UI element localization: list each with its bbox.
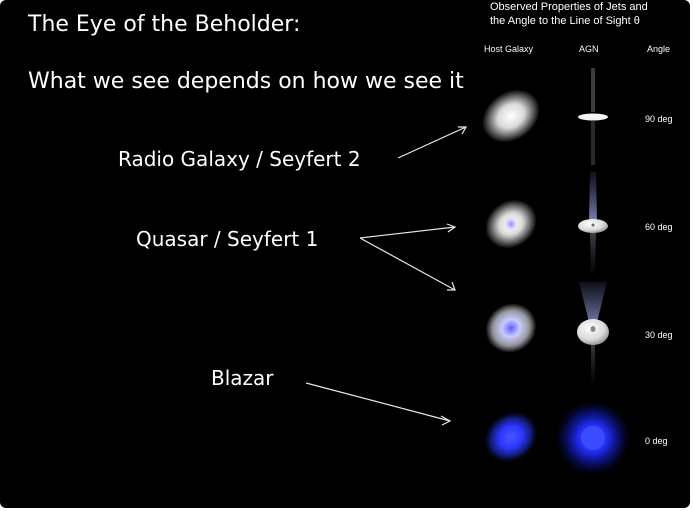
host-galaxy-90	[482, 89, 540, 143]
label-quasar: Quasar / Seyfert 1	[136, 227, 319, 251]
arrow-blazar	[305, 382, 451, 422]
column-header-agn: AGN	[579, 44, 599, 54]
arrow-radio-head	[458, 126, 468, 135]
angle-label-60: 60 deg	[645, 222, 673, 232]
host-galaxy-0	[484, 411, 538, 463]
agn-60-hole	[591, 223, 595, 227]
pointer-arrows	[305, 126, 468, 426]
figure-header-line2: the Angle to the Line of Sight θ	[490, 15, 640, 27]
agn-90-jet-down	[591, 121, 595, 165]
label-blazar: Blazar	[211, 366, 274, 390]
host-galaxy-30	[485, 303, 537, 353]
slide-title: The Eye of the Beholder:	[28, 12, 301, 37]
arrow-quasar-60	[359, 226, 456, 239]
angle-label-30: 30 deg	[645, 330, 673, 340]
agn-90-disk	[578, 113, 608, 121]
agn-column	[555, 68, 631, 476]
agn-60-jet-up	[589, 172, 597, 222]
column-header-angle: Angle	[647, 44, 671, 54]
label-radio-galaxy: Radio Galaxy / Seyfert 2	[118, 147, 361, 171]
host-galaxy-60-core	[505, 218, 517, 230]
arrow-quasar-30	[359, 237, 456, 291]
slide-subtitle: What we see depends on how we see it	[28, 69, 464, 94]
agn-30-jet-up	[579, 282, 607, 326]
host-galaxy-column	[482, 89, 540, 463]
agn-0-core	[581, 426, 605, 450]
column-header-host-galaxy: Host Galaxy	[484, 44, 534, 54]
agn-30-jet-down	[591, 338, 595, 382]
angle-label-90: 90 deg	[645, 114, 673, 124]
arrow-quasar-60-head	[446, 223, 457, 233]
figure-header-line1: Observed Properties of Jets and	[490, 1, 648, 13]
arrow-quasar-30-head	[447, 281, 456, 291]
agn-60-jet-down	[590, 230, 596, 274]
arrow-blazar-head	[440, 415, 452, 426]
angle-label-0: 0 deg	[645, 436, 668, 446]
arrow-radio	[397, 126, 467, 159]
agn-90-jet-up	[591, 68, 595, 112]
agn-30-hole	[590, 326, 596, 332]
